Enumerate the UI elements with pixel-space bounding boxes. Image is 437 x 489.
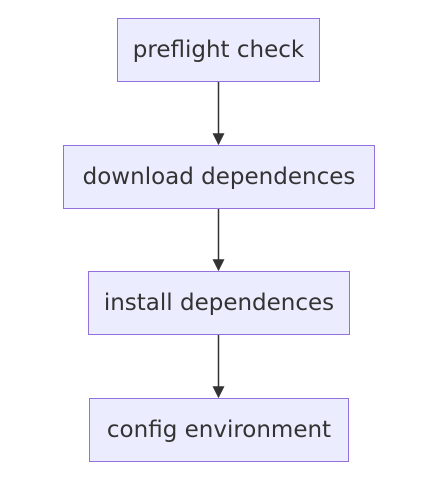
node-download-dependences: download dependences — [63, 145, 375, 209]
node-config-environment: config environment — [89, 398, 349, 462]
node-preflight-check: preflight check — [117, 18, 320, 82]
node-install-dependences: install dependences — [88, 271, 350, 335]
